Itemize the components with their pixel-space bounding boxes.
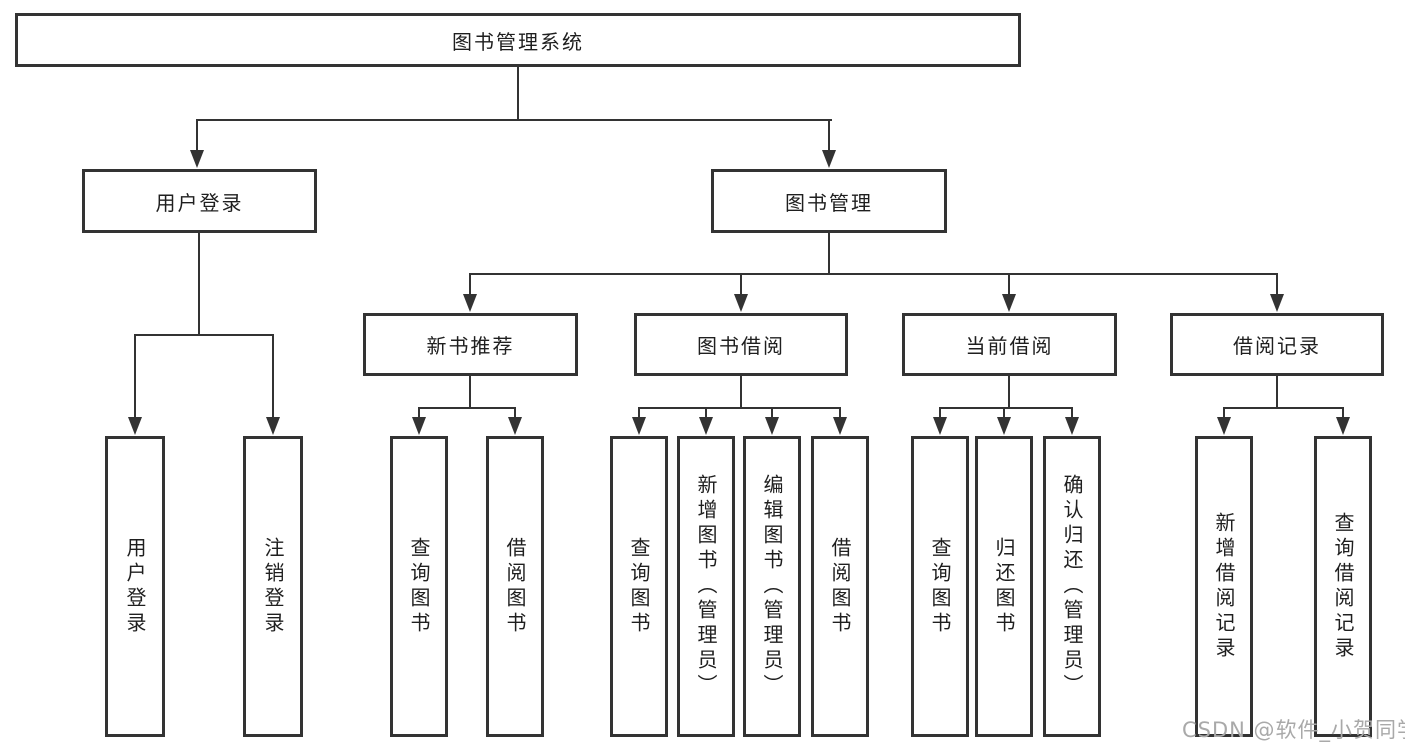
leaf-add-borrow-record-label: 新增借阅记录 bbox=[1212, 511, 1236, 662]
connector bbox=[1008, 375, 1010, 409]
connector bbox=[740, 273, 742, 297]
arrow-down-icon bbox=[833, 417, 847, 435]
node-root-label: 图书管理系统 bbox=[452, 29, 584, 54]
leaf-return-book-label: 归还图书 bbox=[992, 536, 1016, 637]
connector bbox=[134, 334, 136, 419]
node-book-management-label: 图书管理 bbox=[785, 190, 873, 215]
arrow-down-icon bbox=[699, 417, 713, 435]
node-current-borrow-label: 当前借阅 bbox=[965, 334, 1054, 358]
connector bbox=[1223, 407, 1344, 409]
connector bbox=[1276, 375, 1278, 409]
arrow-down-icon bbox=[1002, 294, 1016, 312]
node-user-login-label: 用户登录 bbox=[155, 190, 244, 215]
arrow-down-icon bbox=[765, 417, 779, 435]
leaf-edit-book-admin-label: 编辑图书（管理员） bbox=[760, 474, 784, 699]
leaf-query-book-recommend: 查询图书 bbox=[390, 436, 448, 737]
arrow-down-icon bbox=[266, 417, 280, 435]
leaf-user-login-label: 用户登录 bbox=[123, 536, 147, 637]
connector bbox=[939, 407, 1073, 409]
arrow-down-icon bbox=[1270, 294, 1284, 312]
connector bbox=[705, 407, 707, 419]
leaf-add-book-admin: 新增图书（管理员） bbox=[677, 436, 735, 737]
leaf-query-book-borrow-label: 查询图书 bbox=[627, 536, 651, 637]
connector bbox=[771, 407, 773, 419]
connector bbox=[196, 119, 198, 152]
leaf-confirm-return-admin: 确认归还（管理员） bbox=[1043, 436, 1101, 737]
node-root: 图书管理系统 bbox=[15, 13, 1021, 67]
node-borrow-records: 借阅记录 bbox=[1170, 313, 1384, 376]
arrow-down-icon bbox=[190, 150, 204, 168]
arrow-down-icon bbox=[412, 417, 426, 435]
connector bbox=[1276, 273, 1278, 297]
leaf-add-borrow-record: 新增借阅记录 bbox=[1195, 436, 1253, 737]
arrow-down-icon bbox=[933, 417, 947, 435]
connector bbox=[839, 407, 841, 419]
connector bbox=[1342, 407, 1344, 419]
arrow-down-icon bbox=[734, 294, 748, 312]
connector bbox=[638, 407, 841, 409]
arrow-down-icon bbox=[997, 417, 1011, 435]
connector bbox=[469, 273, 471, 297]
node-current-borrow: 当前借阅 bbox=[902, 313, 1117, 376]
leaf-user-login: 用户登录 bbox=[105, 436, 165, 737]
node-new-book-recommend: 新书推荐 bbox=[363, 313, 578, 376]
connector bbox=[1008, 273, 1010, 297]
node-borrow-records-label: 借阅记录 bbox=[1233, 334, 1321, 358]
leaf-logout: 注销登录 bbox=[243, 436, 303, 737]
node-user-login: 用户登录 bbox=[82, 169, 317, 233]
arrow-down-icon bbox=[822, 150, 836, 168]
node-book-borrow: 图书借阅 bbox=[634, 313, 848, 376]
connector bbox=[272, 334, 274, 419]
leaf-borrow-book-recommend-label: 借阅图书 bbox=[503, 536, 527, 637]
connector bbox=[740, 375, 742, 409]
connector bbox=[1223, 407, 1225, 419]
leaf-query-book-borrow: 查询图书 bbox=[610, 436, 668, 737]
connector bbox=[1003, 407, 1005, 419]
csdn-watermark: CSDN @软件_小贺同学 bbox=[1182, 718, 1405, 742]
connector bbox=[196, 119, 832, 121]
connector bbox=[198, 232, 200, 335]
connector bbox=[469, 375, 471, 409]
connector bbox=[638, 407, 640, 419]
arrow-down-icon bbox=[1065, 417, 1079, 435]
leaf-borrow-book-label: 借阅图书 bbox=[828, 536, 852, 637]
leaf-confirm-return-admin-label: 确认归还（管理员） bbox=[1060, 474, 1084, 699]
connector bbox=[418, 407, 516, 409]
node-book-borrow-label: 图书借阅 bbox=[697, 334, 785, 358]
leaf-add-book-admin-label: 新增图书（管理员） bbox=[694, 474, 718, 699]
leaf-query-book-current: 查询图书 bbox=[911, 436, 969, 737]
leaf-borrow-book: 借阅图书 bbox=[811, 436, 869, 737]
connector bbox=[469, 273, 1278, 275]
connector bbox=[828, 119, 830, 152]
connector bbox=[514, 407, 516, 419]
leaf-query-borrow-record-label: 查询借阅记录 bbox=[1331, 511, 1355, 662]
arrow-down-icon bbox=[463, 294, 477, 312]
connector bbox=[134, 334, 274, 336]
connector bbox=[517, 66, 519, 120]
leaf-query-book-current-label: 查询图书 bbox=[928, 536, 952, 637]
arrow-down-icon bbox=[1217, 417, 1231, 435]
arrow-down-icon bbox=[632, 417, 646, 435]
node-book-management: 图书管理 bbox=[711, 169, 947, 233]
leaf-return-book: 归还图书 bbox=[975, 436, 1033, 737]
leaf-logout-label: 注销登录 bbox=[261, 536, 285, 637]
connector bbox=[1071, 407, 1073, 419]
leaf-borrow-book-recommend: 借阅图书 bbox=[486, 436, 544, 737]
leaf-edit-book-admin: 编辑图书（管理员） bbox=[743, 436, 801, 737]
arrow-down-icon bbox=[508, 417, 522, 435]
node-new-book-recommend-label: 新书推荐 bbox=[426, 334, 515, 358]
connector bbox=[828, 232, 830, 275]
connector bbox=[939, 407, 941, 419]
connector bbox=[418, 407, 420, 419]
arrow-down-icon bbox=[1336, 417, 1350, 435]
arrow-down-icon bbox=[128, 417, 142, 435]
leaf-query-book-recommend-label: 查询图书 bbox=[407, 536, 431, 637]
leaf-query-borrow-record: 查询借阅记录 bbox=[1314, 436, 1372, 737]
